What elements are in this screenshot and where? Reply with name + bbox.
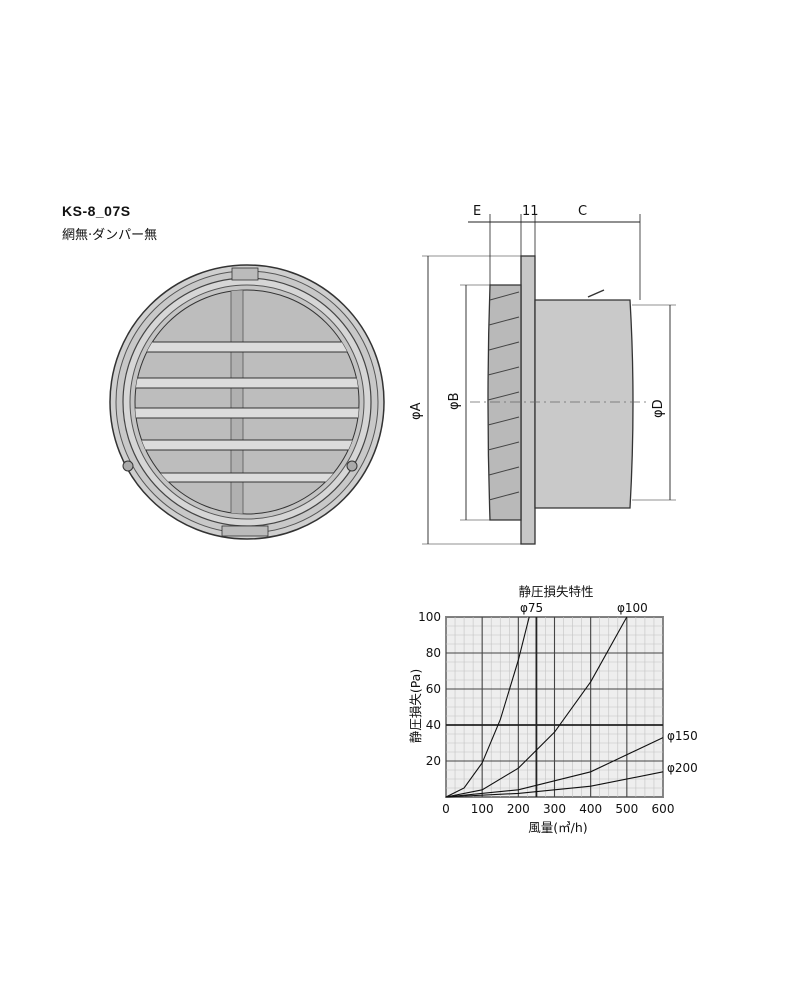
series-line-φ75 (445, 616, 530, 798)
series-line-φ100 (445, 616, 628, 798)
series-line-φ150 (445, 737, 664, 798)
series-label: φ100 (617, 601, 648, 615)
series-label: φ150 (667, 729, 698, 743)
y-tick-label: 40 (426, 718, 441, 732)
series-label: φ75 (520, 601, 543, 615)
x-tick-label: 600 (652, 802, 675, 816)
x-tick-label: 500 (615, 802, 638, 816)
series-label: φ200 (667, 761, 698, 775)
x-tick-label: 0 (442, 802, 450, 816)
y-tick-label: 100 (418, 610, 441, 624)
y-tick-label: 20 (426, 754, 441, 768)
x-tick-label: 400 (579, 802, 602, 816)
dim-c-label: C (578, 204, 587, 219)
x-tick-label: 300 (543, 802, 566, 816)
model-number: KS-8_07S (62, 203, 131, 219)
series-layer (445, 616, 664, 798)
dim-b-label: φB (447, 393, 462, 411)
y-axis-label: 静圧損失(Pa) (408, 669, 423, 743)
tick-layer: 0 100 200 300 400 500 600 20 40 60 80 100 (418, 610, 674, 816)
feature-description: 網無·ダンパー無 (62, 228, 158, 243)
x-tick-label: 200 (507, 802, 530, 816)
dim-flange-label: 11 (522, 204, 539, 219)
y-tick-label: 80 (426, 646, 441, 660)
dim-d-label: φD (651, 399, 666, 418)
dim-a-label: φA (409, 402, 424, 420)
x-axis-label: 風量(㎥/h) (528, 820, 587, 835)
series-line-φ200 (445, 771, 664, 798)
major-grid (446, 617, 663, 797)
series-labels: φ75 φ100 φ150 φ200 (520, 601, 698, 775)
x-tick-label: 100 (471, 802, 494, 816)
y-tick-label: 60 (426, 682, 441, 696)
chart-title: 静圧損失特性 (518, 584, 593, 599)
dim-e-label: E (473, 204, 481, 219)
